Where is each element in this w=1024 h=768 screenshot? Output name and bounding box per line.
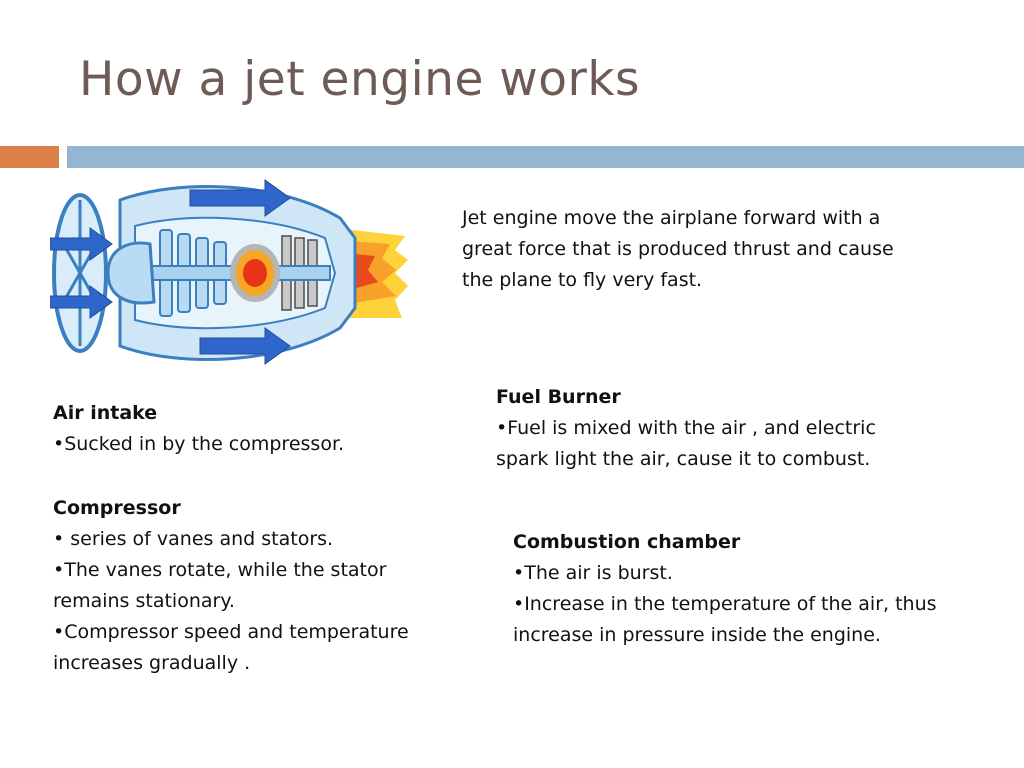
compressor-section: Compressor • series of vanes and stators…	[53, 493, 463, 679]
intro-line: great force that is produced thrust and …	[462, 238, 894, 260]
bullet-line: spark light the air, cause it to combust…	[496, 448, 871, 470]
section-heading: Air intake	[53, 402, 158, 424]
bullet-line: • series of vanes and stators.	[53, 528, 334, 550]
combustion-chamber-section: Combustion chamber •The air is burst. •I…	[513, 527, 973, 651]
bullet-line: increase in pressure inside the engine.	[513, 624, 881, 646]
bullet-line: •The air is burst.	[513, 562, 673, 584]
accent-bar-blue	[67, 146, 1024, 168]
section-heading: Combustion chamber	[513, 531, 741, 553]
intro-paragraph: Jet engine move the airplane forward wit…	[462, 203, 932, 296]
intro-line: Jet engine move the airplane forward wit…	[462, 207, 881, 229]
bullet-line: •Increase in the temperature of the air,…	[513, 593, 937, 615]
section-heading: Compressor	[53, 497, 181, 519]
accent-bar-orange	[0, 146, 59, 168]
bullet-line: •Sucked in by the compressor.	[53, 433, 345, 455]
bullet-line: remains stationary.	[53, 590, 235, 612]
fuel-burner-section: Fuel Burner •Fuel is mixed with the air …	[496, 382, 926, 475]
bullet-line: •Compressor speed and temperature	[53, 621, 409, 643]
section-heading: Fuel Burner	[496, 386, 621, 408]
jet-engine-cutaway-icon	[50, 179, 408, 365]
intro-line: the plane to fly very fast.	[462, 269, 703, 291]
air-intake-section: Air intake •Sucked in by the compressor.	[53, 398, 453, 460]
bullet-line: •Fuel is mixed with the air , and electr…	[496, 417, 876, 439]
slide-title: How a jet engine works	[79, 52, 641, 107]
bullet-line: •The vanes rotate, while the stator	[53, 559, 387, 581]
bullet-line: increases gradually .	[53, 652, 251, 674]
